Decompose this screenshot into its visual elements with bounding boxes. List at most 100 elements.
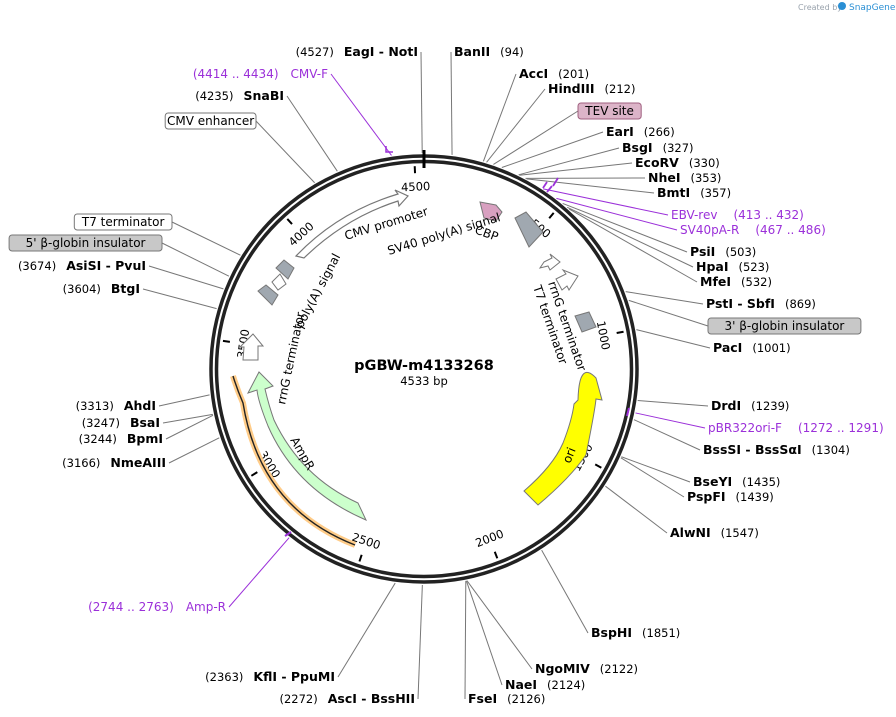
callout-beta-globin-3[interactable]: 3' β-globin insulator — [707, 317, 862, 335]
site-banii[interactable]: BanII(94) — [454, 44, 524, 59]
site-bpmi[interactable]: (3244)BpmI — [79, 431, 163, 446]
primer-leader-ebv-rev — [543, 188, 669, 216]
svg-text:PspFI(1439): PspFI(1439) — [687, 489, 774, 504]
leader-kfli-ppumi — [337, 582, 396, 678]
site-naei[interactable]: NaeI(2124) — [505, 677, 585, 692]
site-psii[interactable]: PsiI(503) — [690, 244, 756, 259]
svg-text:DrdI(1239): DrdI(1239) — [711, 398, 789, 413]
site-eari[interactable]: EarI(266) — [606, 124, 675, 139]
primer-pbr322ori-f[interactable]: pBR322ori-F(1272 .. 1291) — [708, 421, 884, 435]
leader-eagi-noti — [420, 51, 423, 154]
tick-500 — [548, 212, 555, 219]
primer-sv40pa-r[interactable]: SV40pA-R(467 .. 486) — [680, 223, 826, 237]
feature-ori[interactable]: ori — [523, 372, 603, 506]
tick-2000 — [493, 551, 499, 559]
leader-banii — [450, 51, 453, 155]
site-asisi-pvui[interactable]: (3674)AsiSI - PvuI — [18, 258, 146, 273]
callout-t7-terminator-box[interactable]: T7 terminator — [73, 213, 173, 231]
callout-leader-t7-terminator-box — [171, 221, 241, 256]
site-btgi[interactable]: (3604)BtgI — [63, 281, 140, 296]
site-bseyi[interactable]: BseYI(1435) — [693, 474, 780, 489]
site-acci[interactable]: AccI(201) — [519, 66, 589, 81]
primer-labels: (4414 .. 4434)CMV-F EBV-rev(413 .. 432)SV… — [88, 67, 884, 614]
site-hindiii[interactable]: HindIII(212) — [548, 81, 635, 96]
site-ngomiv[interactable]: NgoMIV(2122) — [535, 661, 638, 676]
site-bsai[interactable]: (3247)BsaI — [82, 415, 160, 430]
leader-asci-bsshii — [417, 584, 423, 700]
callout-tev-site[interactable]: TEV site — [577, 102, 642, 120]
site-hpai[interactable]: HpaI(523) — [696, 259, 769, 274]
site-bmti[interactable]: BmtI(357) — [657, 185, 731, 200]
svg-text:BspHI(1851): BspHI(1851) — [591, 625, 680, 640]
leader-acci — [482, 73, 517, 162]
site-alwni[interactable]: AlwNI(1547) — [670, 525, 759, 540]
leader-fsei — [464, 580, 467, 700]
site-fsei[interactable]: FseI(2126) — [468, 691, 545, 706]
feature-label-polya-signal-l: poly(A) signal — [292, 251, 343, 330]
site-ecorv[interactable]: EcoRV(330) — [635, 155, 720, 170]
site-psti-sbfi[interactable]: PstI - SbfI(869) — [706, 296, 816, 311]
svg-text:TEV site: TEV site — [584, 104, 634, 118]
svg-text:(3244)BpmI: (3244)BpmI — [79, 431, 163, 446]
plasmid-length: 4533 bp — [400, 374, 448, 388]
svg-text:EcoRV(330): EcoRV(330) — [635, 155, 720, 170]
site-eagi-noti[interactable]: (4527)EagI - NotI — [296, 44, 418, 59]
site-asci-bsshii[interactable]: (2272)AscI - BssHII — [280, 691, 416, 706]
svg-text:NaeI(2124): NaeI(2124) — [505, 677, 585, 692]
site-snabi[interactable]: (4235)SnaBI — [195, 88, 284, 103]
credit-prefix: Created by — [798, 3, 842, 12]
primer-cmv-f[interactable]: (4414 .. 4434)CMV-F — [193, 67, 328, 81]
leader-naei — [465, 580, 503, 686]
tick-4000 — [286, 218, 293, 225]
primer-ebv-rev[interactable]: EBV-rev(413 .. 432) — [671, 208, 804, 222]
svg-text:BssSI - BssSαI(1304): BssSI - BssSαI(1304) — [703, 442, 850, 457]
feature-ampr[interactable]: AmpR — [246, 371, 368, 521]
svg-text:(3313)AhdI: (3313)AhdI — [76, 398, 156, 413]
svg-text:BseYI(1435): BseYI(1435) — [693, 474, 780, 489]
site-paci[interactable]: PacI(1001) — [713, 340, 791, 355]
feature-t7-rrng-right[interactable]: rrnG terminator T7 terminator — [530, 253, 589, 373]
site-nmeaiii[interactable]: (3166)NmeAIII — [62, 455, 166, 470]
feature-beta-globin-right[interactable] — [574, 311, 597, 333]
primer-marks — [284, 146, 630, 537]
leader-hpai — [567, 206, 694, 268]
snapgene-credit: Created by SnapGene — [798, 2, 896, 13]
leader-pspfi — [620, 457, 685, 498]
svg-text:(3247)BsaI: (3247)BsaI — [82, 415, 160, 430]
feature-callouts: TEV site 3' β-globin insulator CMV enhance… — [8, 102, 862, 335]
svg-text:(4235)SnaBI: (4235)SnaBI — [195, 88, 284, 103]
leader-hindiii — [486, 88, 546, 163]
primer-amp-r[interactable]: (2744 .. 2763)Amp-R — [88, 600, 226, 614]
callout-beta-globin-5[interactable]: 5' β-globin insulator — [8, 234, 163, 252]
svg-text:BanII(94): BanII(94) — [454, 44, 524, 59]
leader-drdi — [637, 400, 709, 407]
svg-text:3' β-globin insulator: 3' β-globin insulator — [725, 319, 845, 333]
site-nhei[interactable]: NheI(353) — [648, 170, 721, 185]
site-ahdi[interactable]: (3313)AhdI — [76, 398, 156, 413]
callout-cmv-enhancer[interactable]: CMV enhancer — [164, 112, 257, 130]
leader-asisi-pvui — [148, 265, 224, 290]
callout-leader-beta-globin-5 — [161, 242, 230, 277]
site-drdi[interactable]: DrdI(1239) — [711, 398, 789, 413]
svg-text:NgoMIV(2122): NgoMIV(2122) — [535, 661, 638, 676]
site-bsphi[interactable]: BspHI(1851) — [591, 625, 680, 640]
leader-paci — [636, 329, 711, 349]
feature-label-ori: ori — [560, 445, 579, 465]
callout-leader-cmv-enhancer — [255, 120, 316, 184]
site-pspfi[interactable]: PspFI(1439) — [687, 489, 774, 504]
site-mfei[interactable]: MfeI(532) — [700, 274, 772, 289]
restriction-sites: (4527)EagI - NotI BanII(94) AccI(201)HindI… — [18, 44, 850, 706]
svg-text:HindIII(212): HindIII(212) — [548, 81, 635, 96]
primer-leader-pbr322ori-f — [635, 412, 706, 429]
site-bsgi[interactable]: BsgI(327) — [622, 140, 694, 155]
tick-1000 — [616, 330, 624, 334]
leader-bsphi — [541, 549, 589, 634]
credit-brand: SnapGene — [849, 3, 896, 13]
site-bsssi[interactable]: BssSI - BssSαI(1304) — [703, 442, 850, 457]
svg-text:5' β-globin insulator: 5' β-globin insulator — [26, 236, 146, 250]
site-kfli-ppumi[interactable]: (2363)KflI - PpuMI — [205, 669, 335, 684]
svg-text:BsgI(327): BsgI(327) — [622, 140, 694, 155]
feature-polya-left[interactable]: poly(A) signal — [257, 251, 343, 330]
svg-text:FseI(2126): FseI(2126) — [468, 691, 545, 706]
svg-text:EarI(266): EarI(266) — [606, 124, 675, 139]
